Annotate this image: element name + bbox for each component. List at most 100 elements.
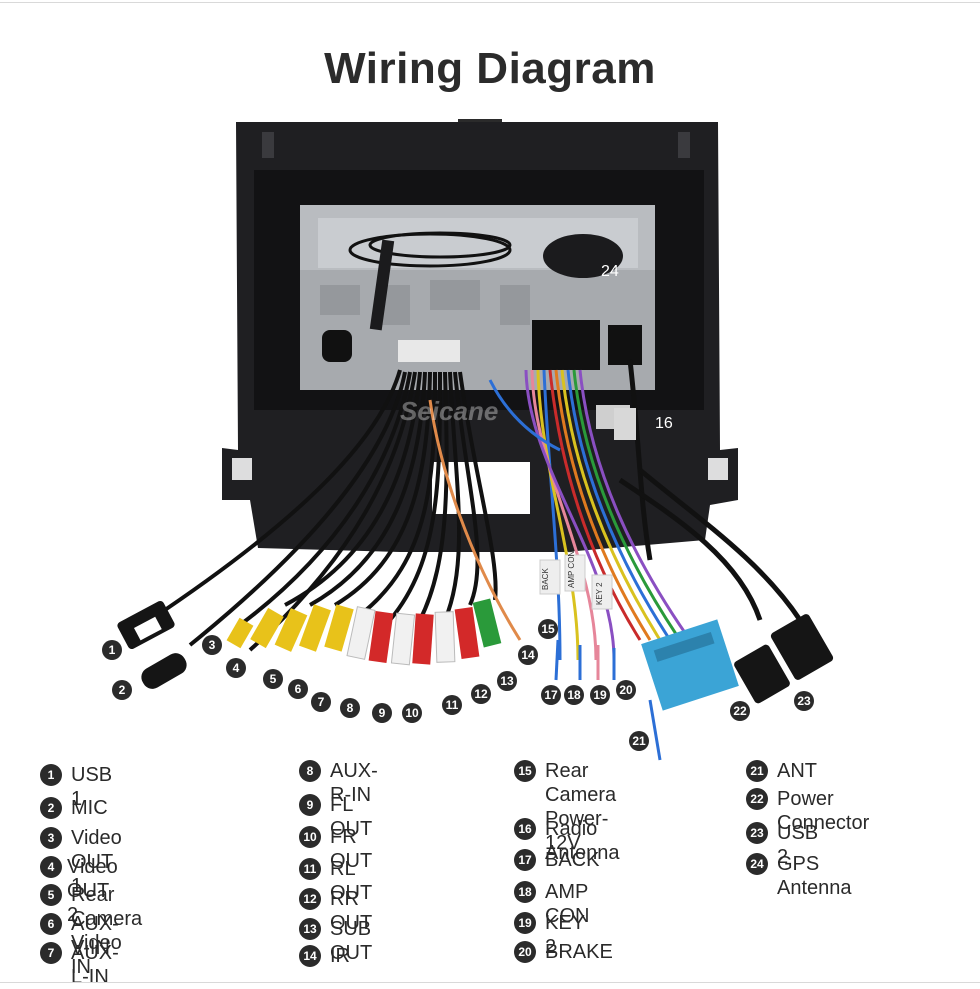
svg-text:7: 7 bbox=[318, 695, 325, 709]
legend-item-back: 17 BACK bbox=[514, 848, 599, 872]
legend-label: Video OUT 2 bbox=[67, 856, 118, 926]
rca-connectors bbox=[226, 598, 502, 666]
legend-label: FL OUT bbox=[330, 794, 373, 840]
svg-text:15: 15 bbox=[541, 622, 555, 636]
legend-label: Radio Antenna bbox=[545, 818, 620, 864]
legend-item-brake: 20 BRAKE bbox=[514, 940, 613, 964]
callout-19: 19 bbox=[590, 685, 610, 705]
gps-antenna bbox=[348, 231, 623, 331]
callout-24: 24 bbox=[601, 263, 619, 280]
callout-14: 14 bbox=[518, 645, 538, 665]
callout-8: 8 bbox=[340, 698, 360, 718]
legend-badge: 12 bbox=[299, 888, 321, 910]
legend-badge: 18 bbox=[514, 881, 536, 903]
legend-label: SUB OUT bbox=[330, 918, 373, 964]
svg-text:10: 10 bbox=[405, 706, 419, 720]
legend-badge: 16 bbox=[514, 818, 536, 840]
legend-label: Rear Camera Power-12V bbox=[545, 760, 617, 854]
tag-back: BACK bbox=[541, 568, 550, 590]
legend-badge: 21 bbox=[746, 760, 768, 782]
page-title: Wiring Diagram bbox=[324, 44, 656, 93]
legend-badge: 8 bbox=[299, 760, 321, 782]
wire-tags: BACK AMP CON KEY 2 bbox=[539, 405, 636, 610]
power-connector bbox=[641, 619, 739, 711]
legend-item-aux-v-in: 6 AUX-V-IN bbox=[40, 912, 119, 960]
svg-text:3: 3 bbox=[209, 638, 216, 652]
svg-text:19: 19 bbox=[593, 688, 607, 702]
callout-15: 15 bbox=[538, 619, 558, 639]
callout-2: 2 bbox=[112, 680, 132, 700]
legend-badge: 19 bbox=[514, 912, 536, 934]
legend-label: Video OUT 1 bbox=[71, 827, 122, 897]
callout-18: 18 bbox=[564, 685, 584, 705]
legend-badge: 4 bbox=[40, 856, 62, 878]
wire-terminals bbox=[554, 639, 662, 761]
legend-badge: 17 bbox=[514, 849, 536, 871]
legend-badge: 22 bbox=[746, 788, 768, 810]
legend-badge: 1 bbox=[40, 764, 62, 786]
legend-badge: 3 bbox=[40, 827, 62, 849]
usb-mic-plugs bbox=[117, 600, 834, 704]
legend-label: Rear Camera Video IN bbox=[71, 884, 143, 978]
legend-badge: 7 bbox=[40, 942, 62, 964]
legend-badge: 20 bbox=[514, 941, 536, 963]
svg-text:23: 23 bbox=[797, 694, 811, 708]
legend-badge: 13 bbox=[299, 918, 321, 940]
legend-label: MIC bbox=[71, 797, 108, 819]
harness-wire-bundle bbox=[428, 359, 803, 661]
bottom-divider bbox=[0, 982, 980, 983]
svg-text:14: 14 bbox=[521, 648, 535, 662]
legend-badge: 14 bbox=[299, 945, 321, 967]
legend-label: IR bbox=[330, 945, 350, 967]
svg-text:6: 6 bbox=[295, 682, 302, 696]
legend-label: BRAKE bbox=[545, 941, 613, 963]
legend-badge: 24 bbox=[746, 853, 768, 875]
legend-item-ir: 14 IR bbox=[299, 944, 350, 968]
callout-1: 1 bbox=[102, 640, 122, 660]
legend-label: Power Connector bbox=[777, 788, 870, 834]
svg-text:16: 16 bbox=[655, 415, 673, 432]
legend-badge: 9 bbox=[299, 794, 321, 816]
legend-badge: 23 bbox=[746, 822, 768, 844]
legend-badge: 15 bbox=[514, 760, 536, 782]
callout-3: 3 bbox=[202, 635, 222, 655]
legend-label: RL OUT bbox=[330, 858, 373, 904]
svg-text:9: 9 bbox=[379, 706, 386, 720]
callout-4: 4 bbox=[226, 658, 246, 678]
svg-text:13: 13 bbox=[500, 674, 514, 688]
top-divider bbox=[0, 2, 980, 3]
legend-item-video-out-1: 3 Video OUT 1 bbox=[40, 826, 122, 898]
svg-text:24: 24 bbox=[601, 263, 619, 280]
callout-17: 17 bbox=[541, 685, 561, 705]
harness-plug bbox=[322, 320, 642, 370]
callout-11: 11 bbox=[442, 695, 462, 715]
callout-5: 5 bbox=[263, 669, 283, 689]
legend-label: AUX-V-IN bbox=[71, 913, 119, 959]
legend-label: GPS Antenna bbox=[777, 853, 852, 899]
tag-amp-con: AMP CON bbox=[567, 551, 576, 588]
legend-label: ANT bbox=[777, 760, 817, 782]
callout-16: 16 bbox=[655, 415, 673, 432]
legend-item-radio-antenna: 16 Radio Antenna bbox=[514, 817, 620, 865]
tag-key2: KEY 2 bbox=[595, 582, 604, 605]
legend-item-sub-out: 13 SUB OUT bbox=[299, 917, 372, 965]
legend-item-rear-camera-power: 15 Rear Camera Power-12V bbox=[514, 759, 616, 855]
legend-label: BACK bbox=[545, 849, 600, 871]
svg-text:12: 12 bbox=[474, 687, 488, 701]
callout-13: 13 bbox=[497, 671, 517, 691]
svg-text:18: 18 bbox=[567, 688, 581, 702]
legend-badge: 11 bbox=[299, 858, 321, 880]
callout-12: 12 bbox=[471, 684, 491, 704]
svg-text:8: 8 bbox=[347, 701, 354, 715]
svg-text:11: 11 bbox=[446, 698, 459, 712]
legend-badge: 6 bbox=[40, 913, 62, 935]
